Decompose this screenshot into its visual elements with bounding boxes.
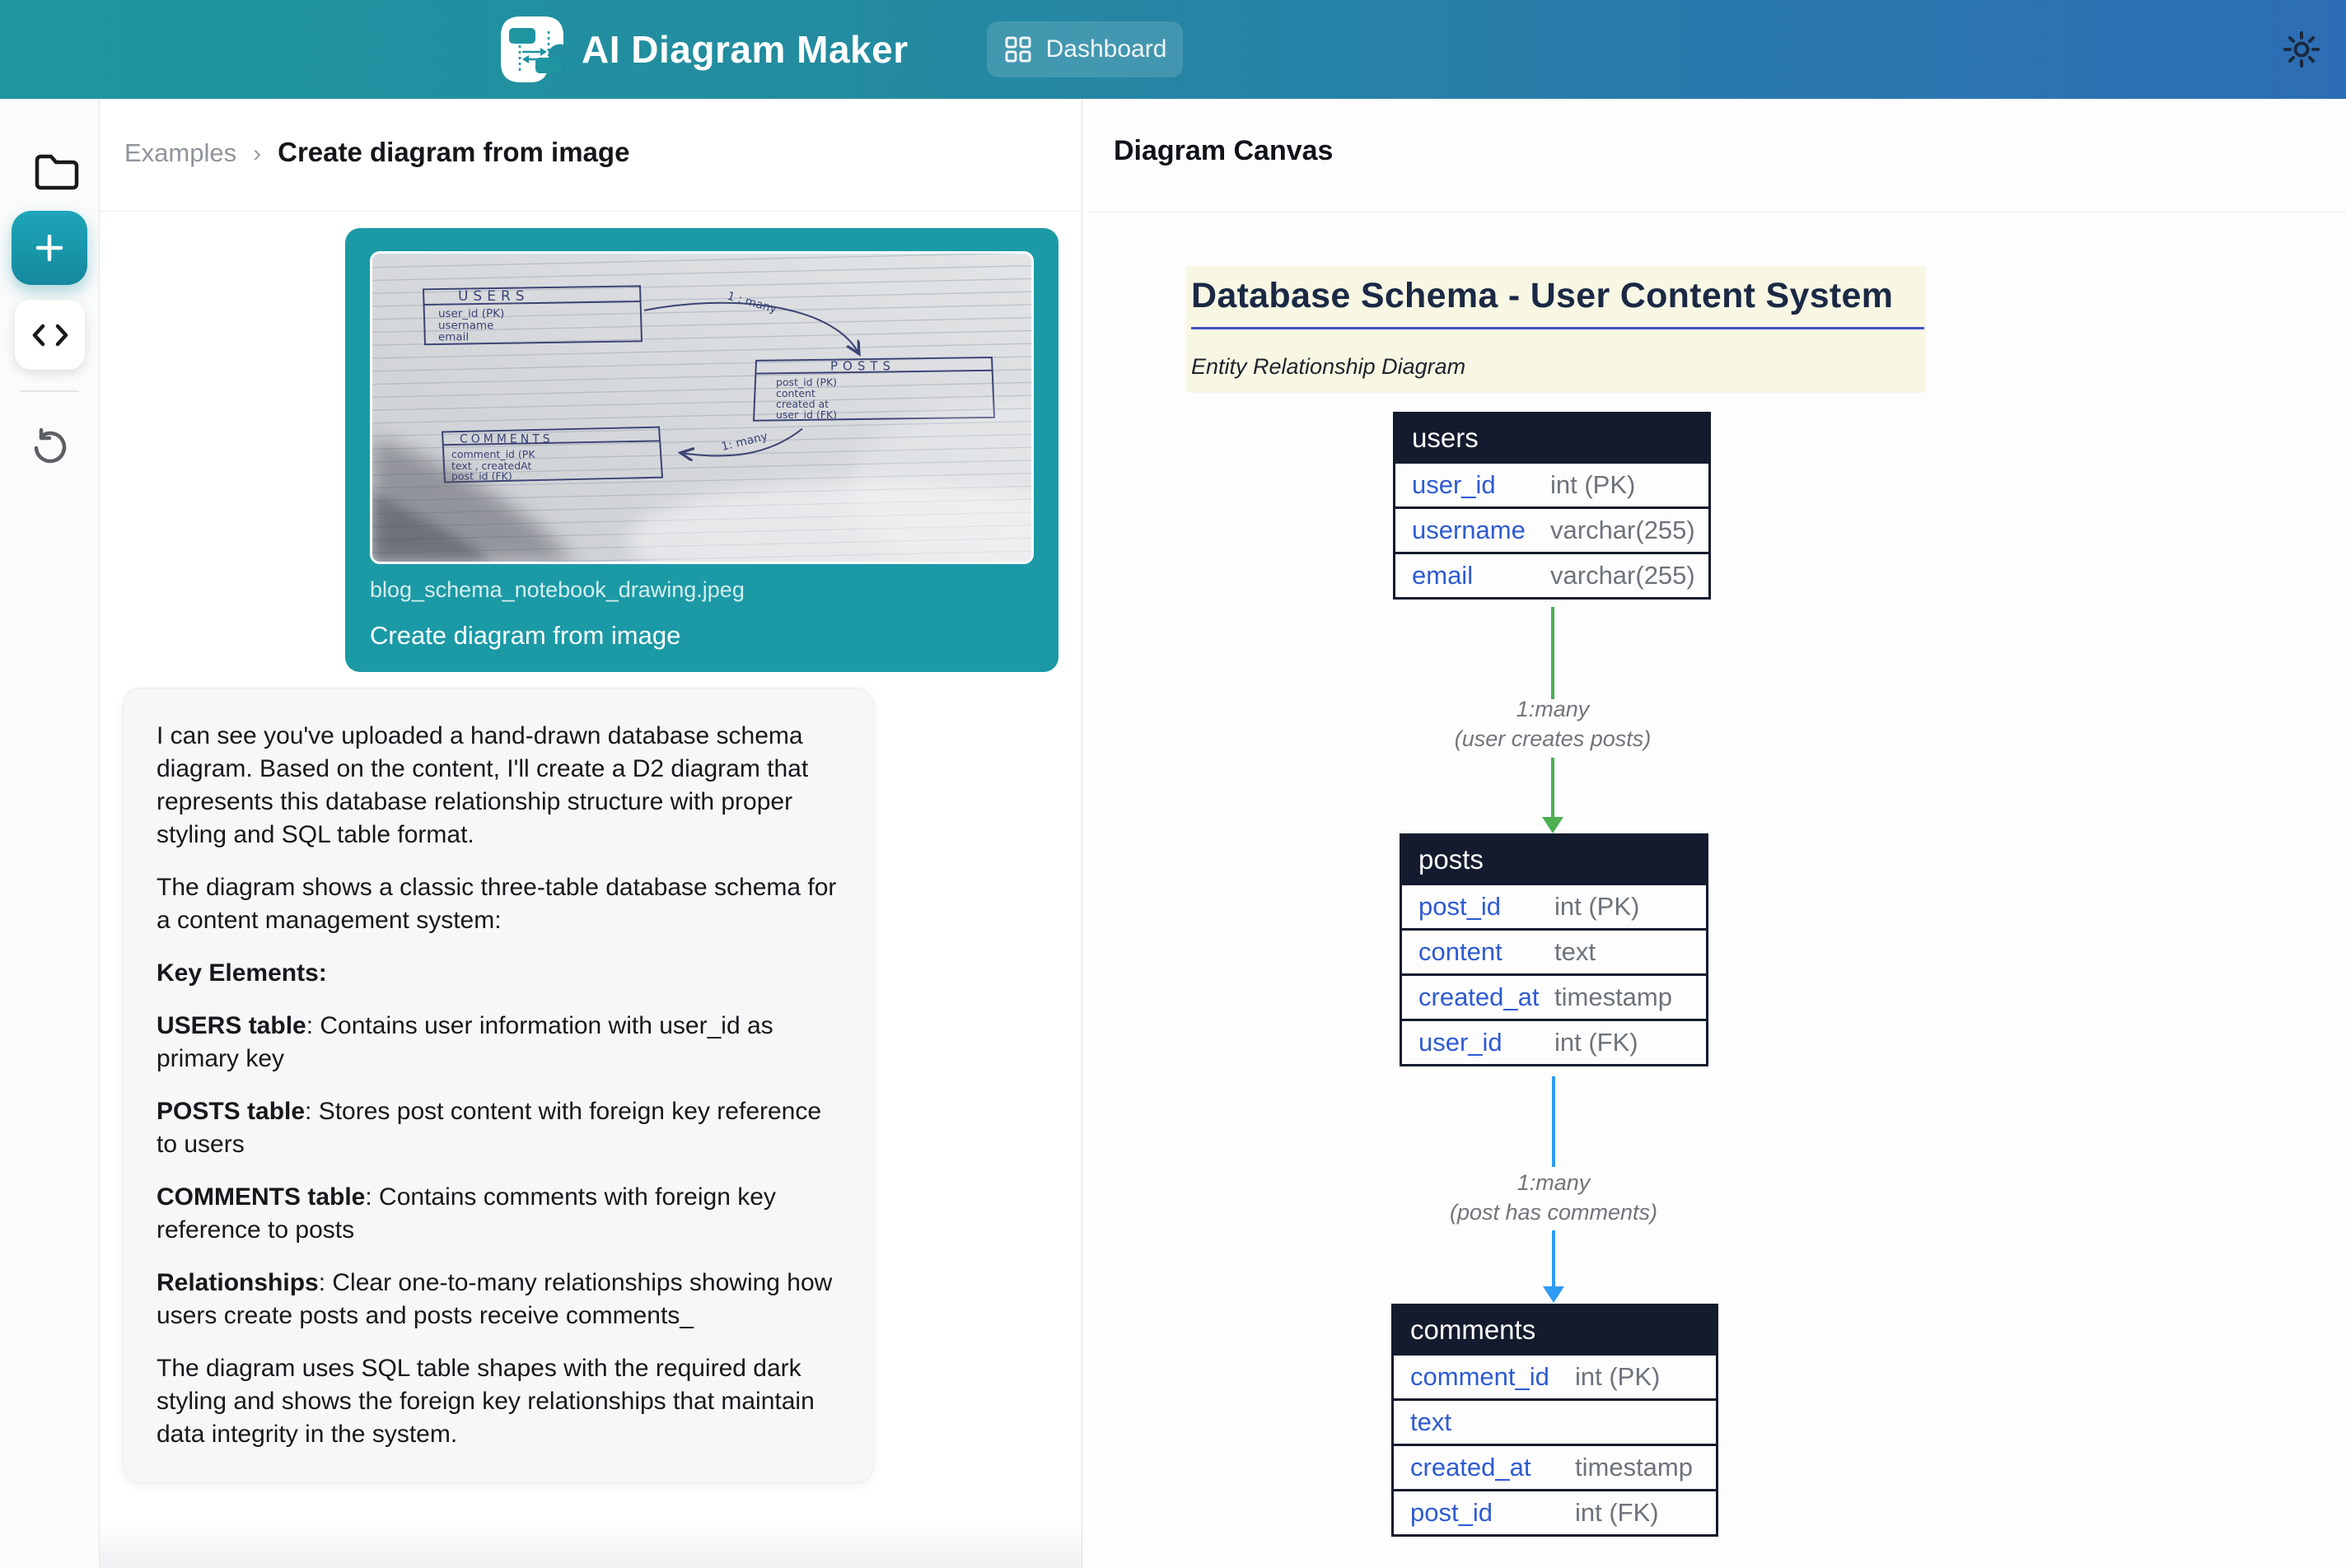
uploaded-file-name: blog_schema_notebook_drawing.jpeg xyxy=(370,577,745,602)
app-title: AI Diagram Maker xyxy=(582,28,909,71)
chat-paragraph: Relationships: Clear one-to-many relatio… xyxy=(157,1269,833,1329)
er-table-header: users xyxy=(1395,414,1708,461)
new-diagram-button[interactable] xyxy=(12,211,87,285)
notebook-sketch-image: USERS user_id (PK) username email POSTS … xyxy=(372,254,1031,562)
page-title: Create diagram from image xyxy=(278,137,630,167)
chat-paragraph: Key Elements: xyxy=(157,959,327,987)
chat-paragraph: The diagram shows a classic three-table … xyxy=(157,874,837,934)
folder-icon[interactable] xyxy=(33,152,81,193)
sketch-posts-field: content xyxy=(776,387,815,399)
sun-icon xyxy=(2283,31,2320,68)
plus-icon xyxy=(35,234,63,262)
chat-paragraph: COMMENTS table: Contains comments with f… xyxy=(157,1183,776,1244)
sketch-comments-field: text , createdAt xyxy=(451,460,531,472)
sketch-users-field: user_id (PK) xyxy=(438,308,504,320)
canvas-panel-title: Diagram Canvas xyxy=(1114,135,1334,166)
chat-paragraph: USERS table: Contains user information w… xyxy=(157,1012,773,1072)
relationship-sublabel: (post has comments) xyxy=(1449,1200,1658,1225)
dashboard-grid-icon xyxy=(1005,36,1031,63)
conversation-panel: Examples › Create diagram from image xyxy=(100,99,1082,1568)
code-icon xyxy=(32,324,68,346)
sketch-comments-title: COMMENTS xyxy=(460,432,554,446)
user-upload-message-card: USERS user_id (PK) username email POSTS … xyxy=(345,228,1059,672)
relationship-label: 1:many xyxy=(1516,1170,1591,1195)
app-header: AI Diagram Maker Dashboard xyxy=(0,0,2346,99)
diagram-canvas-panel: Diagram Canvas Database Schema - User Co… xyxy=(1089,99,2346,1568)
sketch-posts-field: post_id (PK) xyxy=(776,376,837,389)
relationship-label: 1:many xyxy=(1516,697,1590,721)
chat-paragraph: POSTS table: Stores post content with fo… xyxy=(157,1098,822,1158)
relationship-line-users-posts xyxy=(1551,758,1554,817)
er-table-header: posts xyxy=(1402,836,1706,883)
relationship-sublabel: (user creates posts) xyxy=(1454,726,1652,751)
scroll-fade xyxy=(100,1522,1082,1568)
theme-toggle-button[interactable] xyxy=(2280,28,2323,71)
breadcrumb-separator: › xyxy=(253,140,262,167)
sketch-users-title: USERS xyxy=(458,287,530,304)
chat-paragraph: I can see you've uploaded a hand-drawn d… xyxy=(157,722,809,848)
table-row: text xyxy=(1394,1398,1716,1444)
relationship-line-users-posts xyxy=(1551,607,1554,699)
reset-icon[interactable] xyxy=(30,428,69,468)
dashboard-button[interactable]: Dashboard xyxy=(987,21,1183,77)
relationship-line-posts-comments xyxy=(1552,1076,1555,1167)
sidebar-divider xyxy=(20,390,79,392)
upload-card-caption: Create diagram from image xyxy=(370,621,681,650)
diagram-subtitle: Entity Relationship Diagram xyxy=(1191,354,1466,379)
breadcrumb-divider xyxy=(100,211,1082,212)
left-icon-sidebar xyxy=(0,99,100,1568)
assistant-message-bubble: I can see you've uploaded a hand-drawn d… xyxy=(123,688,874,1483)
sketch-users-field: email xyxy=(438,331,469,343)
dashboard-button-label: Dashboard xyxy=(1045,35,1167,63)
diagram-title-underline xyxy=(1191,327,1924,329)
breadcrumb: Examples › Create diagram from image xyxy=(124,137,629,168)
chat-paragraph: The diagram uses SQL table shapes with t… xyxy=(157,1355,815,1448)
sketch-users-field: username xyxy=(438,320,493,333)
diagram-title-block: Database Schema - User Content System En… xyxy=(1186,266,1926,393)
app-logo-icon xyxy=(501,16,563,82)
uploaded-image-thumbnail[interactable]: USERS user_id (PK) username email POSTS … xyxy=(370,251,1034,564)
sketch-posts-title: POSTS xyxy=(830,359,895,374)
code-view-button[interactable] xyxy=(15,300,85,370)
diagram-title: Database Schema - User Content System xyxy=(1191,276,1894,315)
breadcrumb-examples-link[interactable]: Examples xyxy=(124,138,237,167)
sketch-posts-field: created at xyxy=(776,398,829,410)
arrowhead-down-icon xyxy=(1542,817,1563,833)
er-table-header: comments xyxy=(1394,1306,1716,1353)
relationship-line-posts-comments xyxy=(1552,1230,1555,1286)
arrowhead-down-icon xyxy=(1543,1286,1564,1303)
sketch-posts-field: user_id (FK) xyxy=(776,408,837,421)
sketch-comments-field: comment_id (PK xyxy=(451,448,535,460)
